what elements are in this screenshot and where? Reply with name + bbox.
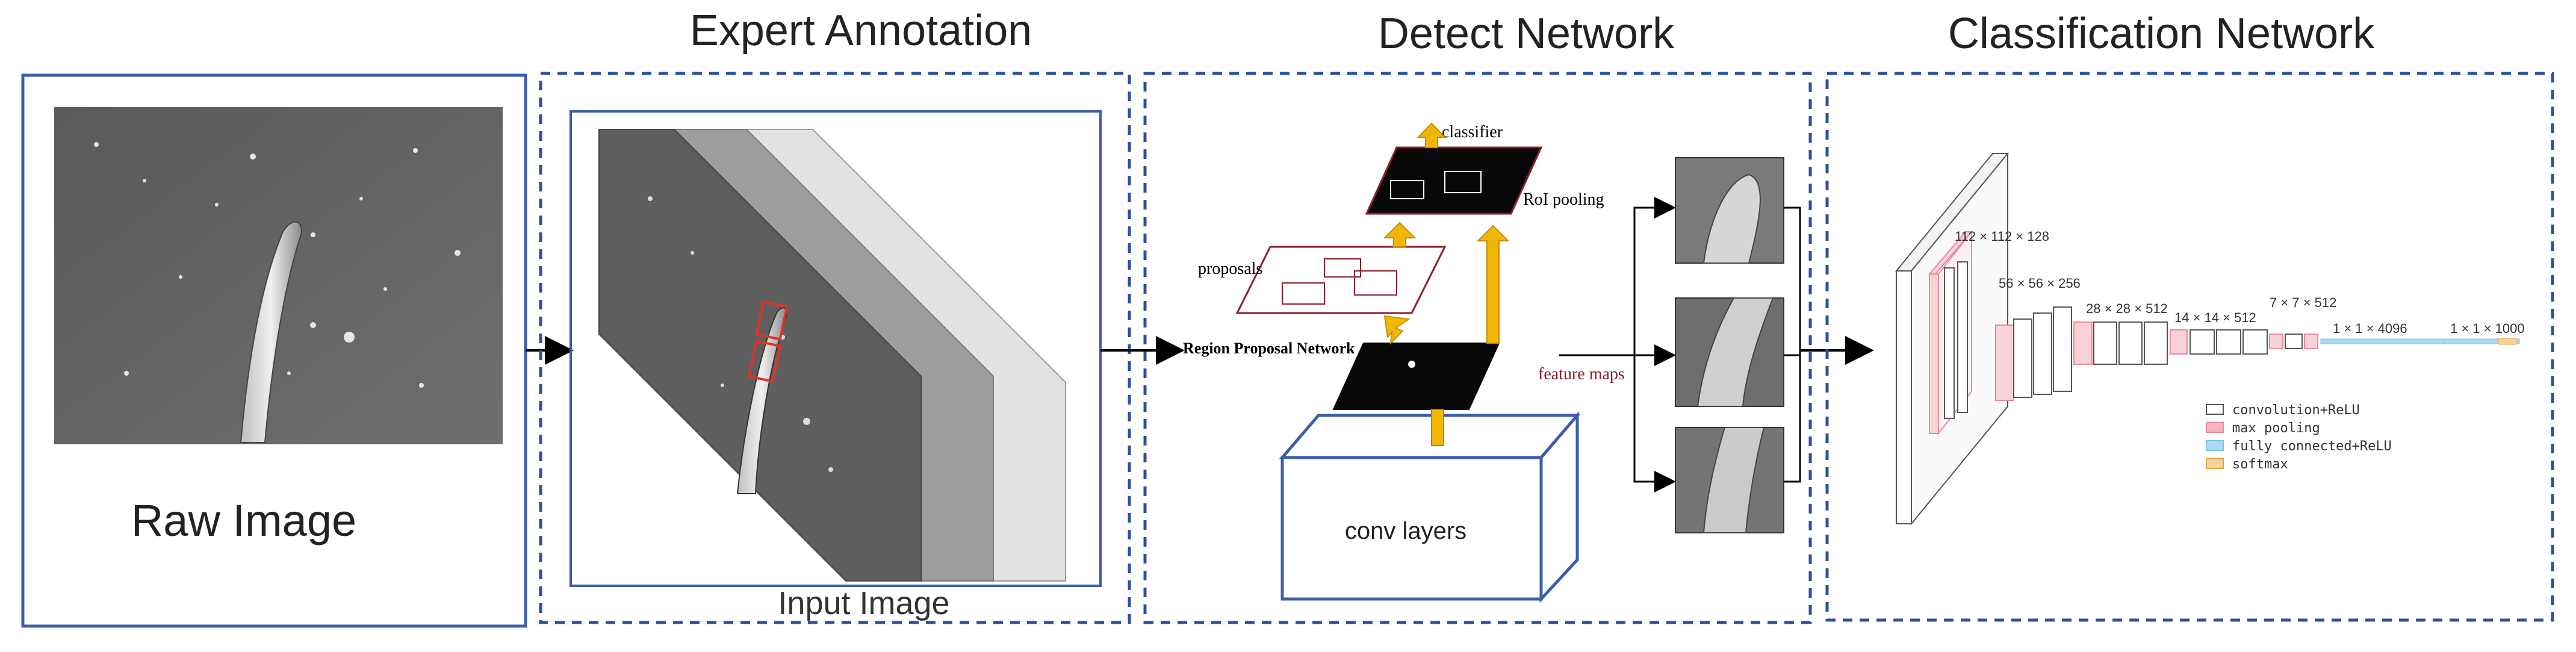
classification-network-title: Classification Network [1948,10,2375,58]
input-image-frame [570,110,1102,587]
dim-label-7: 1 × 1 × 1000 [2450,321,2525,336]
classification-network-frame [1825,72,2554,622]
dim-label-1: 112 × 112 × 128 [1955,229,2049,244]
yellow-arrows [1383,122,1510,345]
fc-layers [2320,338,2445,344]
proposals-label: proposals [1198,259,1262,278]
legend-item-fc: fully connected+ReLU [2206,439,2392,454]
conv-layers-block: conv layers [1279,411,1581,603]
legend-label-fc: fully connected+ReLU [2232,439,2392,454]
conv-to-feature-arrow [1431,409,1444,446]
raw-image-panel: Raw Image [21,73,527,628]
dim-label-6: 1 × 1 × 4096 [2333,321,2407,336]
vgg-block-4 [2170,329,2268,355]
legend-label-conv: convolution+ReLU [2232,403,2360,418]
annotation-box-1 [755,300,789,341]
raw-image-picture [54,107,503,444]
legend-swatch-softmax [2206,458,2224,469]
detected-crop-2 [1675,297,1784,407]
detected-crop-1 [1675,157,1784,264]
feature-map-plane [1332,343,1500,410]
raw-image-label: Raw Image [131,495,356,545]
conv-layers-label: conv layers [1345,518,1466,544]
dim-label-2: 56 × 56 × 256 [1999,276,2081,291]
annotation-box-2 [747,340,782,383]
expert-annotation-title: Expert Annotation [690,7,1032,55]
fc-layer-out [2444,338,2520,344]
rpn-label: Region Proposal Network [1183,340,1355,357]
detect-network-title: Detect Network [1378,10,1675,58]
roi-pooling-label: RoI pooling [1523,190,1604,209]
legend-item-conv: convolution+ReLU [2206,403,2360,418]
nematode-shape [736,307,787,494]
detect-network-panel: Detect Network conv layers feature maps … [1143,10,1812,624]
detected-crop-3 [1675,427,1784,533]
vgg-block-5 [2269,334,2318,349]
vgg-block-2 [1995,306,2072,401]
legend-item-pool: max pooling [2206,421,2320,436]
classification-network-panel: Classification Network [1825,10,2554,622]
dim-label-5: 7 × 7 × 512 [2270,295,2336,310]
expert-annotation-frame [539,72,1131,624]
image-layer-front [598,129,922,582]
feature-maps-label: feature maps [1538,365,1625,383]
vgg-block-1 [1928,230,1973,435]
legend-swatch-fc [2206,440,2224,451]
expert-annotation-panel: Expert Annotation Input Image [539,7,1131,624]
legend-label-pool: max pooling [2232,421,2320,436]
dim-label-3: 28 × 28 × 512 [2086,301,2168,316]
legend-label-softmax: softmax [2232,457,2288,472]
roi-pooling-plane [1365,146,1543,215]
vgg-block-3 [2073,321,2168,365]
legend-swatch-conv [2206,404,2224,415]
dim-label-4: 14 × 14 × 512 [2174,310,2256,325]
classifier-label: classifier [1442,123,1503,141]
input-image-caption: Input Image [778,585,949,621]
vgg-legend: convolution+ReLU max pooling fully conne… [2206,403,2392,472]
softmax-layer [2498,338,2517,345]
legend-swatch-pool [2206,422,2224,433]
proposals-plane [1235,246,1447,314]
legend-item-softmax: softmax [2206,457,2288,472]
